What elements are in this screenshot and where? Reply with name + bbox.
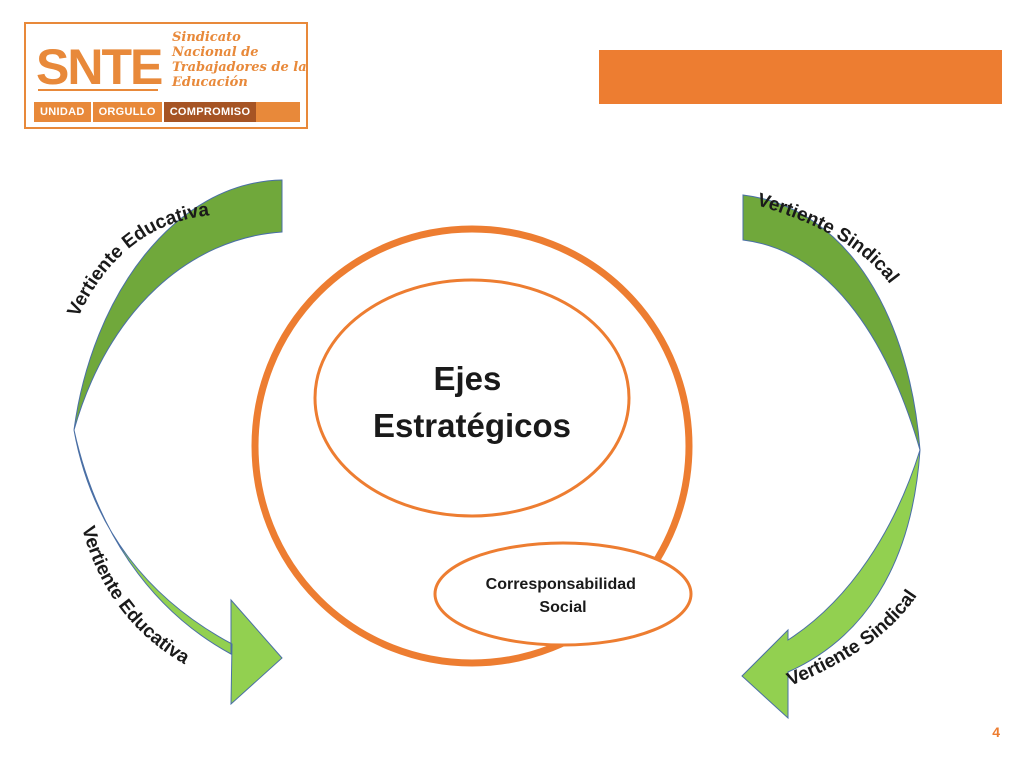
motto-word: UNIDAD — [40, 106, 85, 118]
motto-word: ORGULLO — [98, 106, 156, 118]
snte-logo: SNTE Sindicato Nacional de Trabajadores … — [24, 22, 308, 129]
logo-motto: UNIDAD ORGULLO COMPROMISO — [34, 102, 300, 122]
logo-name: Sindicato Nacional de Trabajadores de la… — [172, 30, 307, 90]
snte-logo-mark: SNTE — [36, 39, 162, 94]
bubble-line: Social — [539, 599, 586, 616]
page-number: 4 — [992, 724, 1000, 740]
motto-divider — [161, 102, 164, 122]
logo-name-line: Educación — [172, 75, 248, 90]
arrow-top-right — [742, 194, 921, 451]
header-banner — [599, 50, 1002, 104]
bubble-line: Corresponsabilidad — [486, 576, 636, 593]
arrow-label-bottom-left: Vertiente Educativa — [77, 524, 193, 669]
center-title-line: Ejes — [433, 360, 501, 397]
social-bubble-text: Corresponsabilidad Social — [486, 576, 641, 616]
logo-mark-text: SNTE — [36, 39, 162, 94]
inner-ellipse — [313, 278, 631, 518]
social-bubble — [433, 541, 693, 647]
logo-name-line: Trabajadores de la — [172, 60, 307, 75]
center-title-line: Estratégicos — [373, 407, 571, 444]
logo-name-line: Sindicato — [172, 30, 241, 45]
arrow-bottom-left — [73, 429, 283, 706]
motto-word: COMPROMISO — [163, 102, 257, 122]
center-title: Ejes Estratégicos — [373, 360, 571, 444]
motto-divider — [90, 102, 93, 122]
logo-name-line: Nacional de — [172, 45, 259, 60]
arrow-bottom-right — [741, 449, 921, 720]
